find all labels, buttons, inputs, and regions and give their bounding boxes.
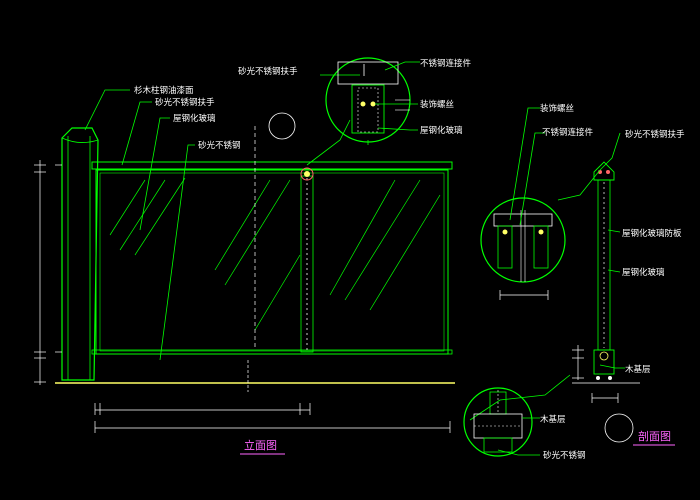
section-label-glass: 屋钢化玻璃 [622,267,665,278]
section-label-connector: 不锈钢连接件 [542,127,594,138]
glass-hatch [109,177,441,331]
label-glass: 屋钢化玻璃 [173,113,216,124]
section-reference-circle [604,413,634,443]
elevation-leaders [84,74,360,361]
detail-top-label-glass: 屋钢化玻璃 [420,125,463,136]
detail-bottom: 木基层 砂光不锈钢 [463,387,586,461]
label-post-finish: 杉木柱钢油漆面 [134,85,194,96]
section-view: 装饰螺丝 不锈钢连接件 砂光不锈钢扶手 屋钢化玻璃防板 屋钢化玻璃 木基层 剖面… [469,103,685,446]
elevation-title: 立面图 [244,438,277,452]
section-label-base: 木基层 [625,364,651,375]
center-stainless-post [300,167,314,353]
label-handrail: 砂光不锈钢扶手 [155,97,215,108]
elevation-dimension-bottom [94,360,451,433]
detail-top-label-connector: 不锈钢连接件 [420,58,472,69]
bottom-rail [91,349,453,355]
section-title: 剖面图 [638,429,671,443]
section-post [572,161,640,384]
label-frame: 砂光不锈钢 [198,140,241,151]
section-dimensions [572,345,619,403]
section-detail-circle [480,197,566,300]
detail-bottom-label-base: 木基层 [540,414,566,425]
wood-post [61,127,99,381]
detail-top-label-bolt: 装饰螺丝 [420,99,455,110]
section-label-glass-clip: 屋钢化玻璃防板 [622,228,682,239]
label-top-rail: 砂光不锈钢扶手 [238,66,298,77]
section-leaders [469,107,625,421]
reference-circle [268,112,296,140]
detail-top: 不锈钢连接件 装饰螺丝 屋钢化玻璃 [325,57,472,145]
top-handrail [91,161,453,170]
elevation-dimension-left [34,160,62,385]
detail-bottom-label-steel: 砂光不锈钢 [543,450,586,461]
glass-frame [95,169,449,355]
section-label-handrail: 砂光不锈钢扶手 [625,129,685,140]
elevation-view: 杉木柱钢油漆面 砂光不锈钢扶手 屋钢化玻璃 砂光不锈钢 砂光不锈钢扶手 立面图 [34,66,455,455]
section-label-bolt: 装饰螺丝 [540,103,575,114]
